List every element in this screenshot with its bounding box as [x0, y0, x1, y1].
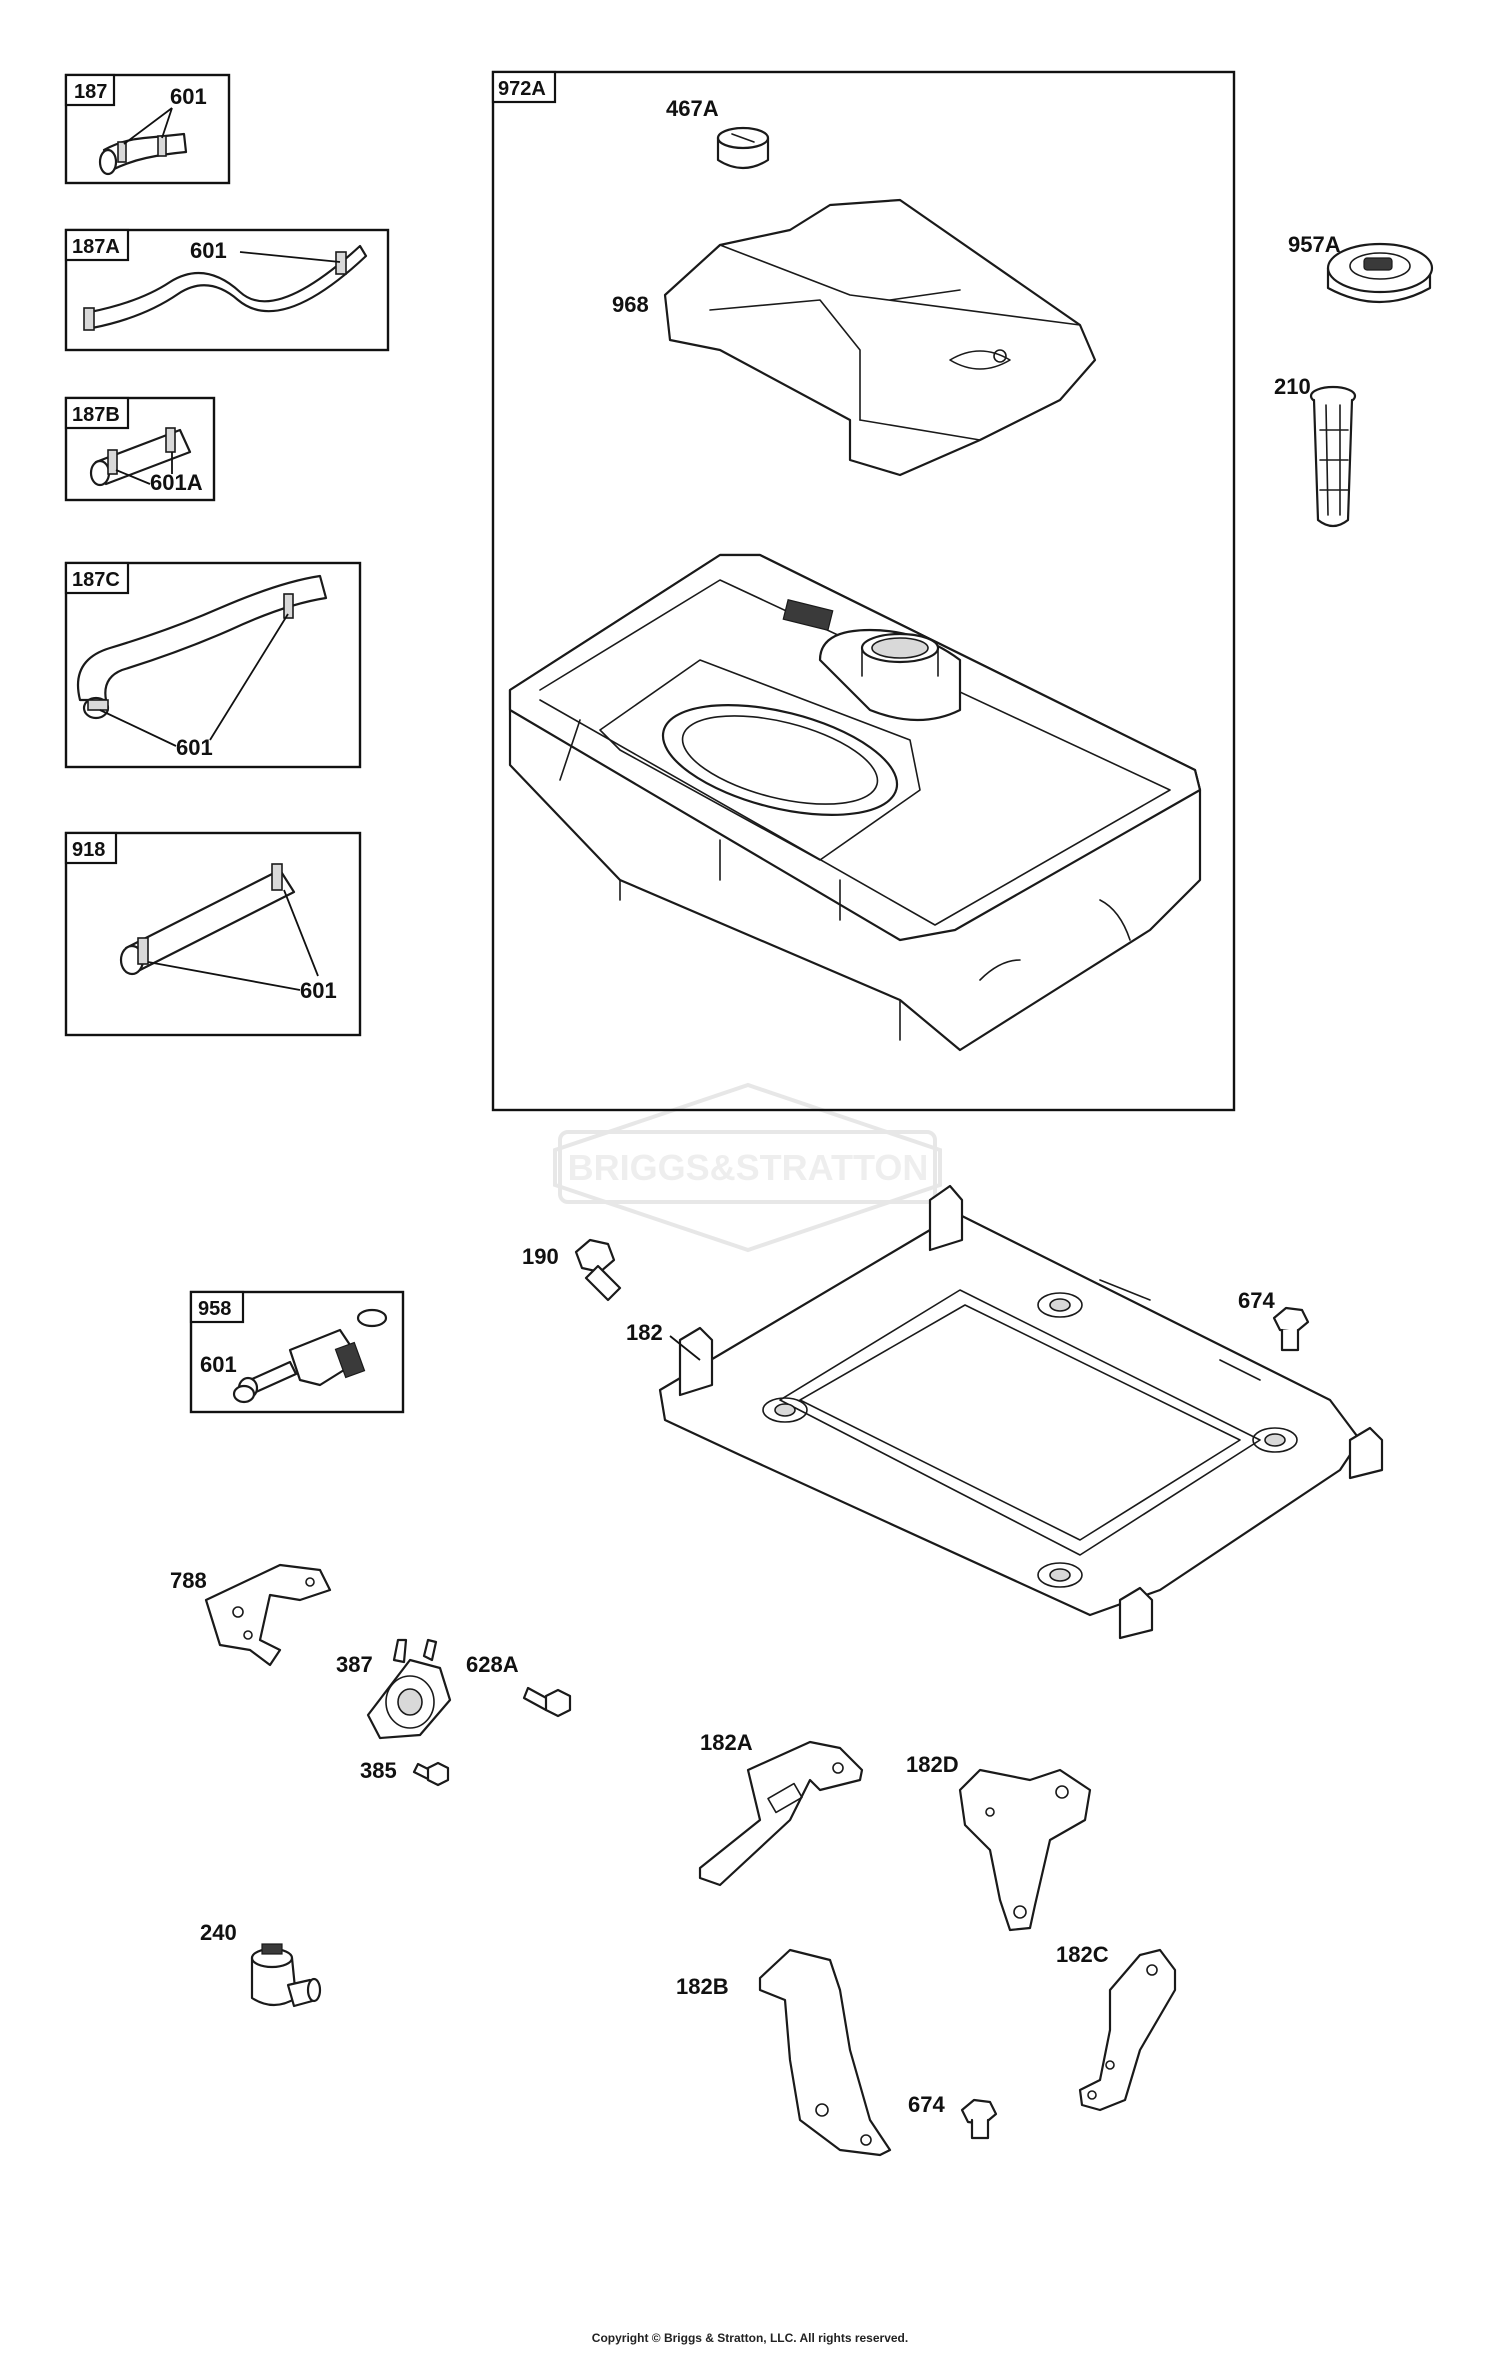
gas-cap-part[interactable]: [1326, 242, 1434, 303]
fuel-shutoff-valve-part[interactable]: [232, 1308, 388, 1404]
copyright-notice: Copyright © Briggs & Stratton, LLC. All …: [591, 2331, 909, 2345]
callout-190: 190: [522, 1244, 559, 1269]
group-187B: 187B 601A: [64, 396, 216, 502]
callout-788: 788: [170, 1568, 207, 1593]
callout-187A-601: 601: [190, 238, 227, 263]
watermark-text: BRIGGS&STRATTON: [568, 1147, 929, 1188]
screw-385-part[interactable]: [412, 1761, 450, 1787]
group-187C: 187C 601: [64, 561, 362, 769]
group-tag-187: 187: [74, 81, 107, 103]
callout-957A: 957A: [1288, 232, 1341, 257]
group-tag-918: 918: [72, 839, 105, 861]
curved-fuel-line-part[interactable]: [76, 574, 328, 720]
bolt-190-part[interactable]: [574, 1238, 622, 1302]
bolt-628A-part[interactable]: [522, 1686, 572, 1718]
callout-182B: 182B: [676, 1974, 729, 1999]
callout-182C: 182C: [1056, 1942, 1109, 1967]
callout-674-top: 674: [1238, 1288, 1275, 1313]
callout-385: 385: [360, 1758, 397, 1783]
group-187: 187 601: [64, 73, 231, 185]
bolt-674-top-part[interactable]: [1272, 1306, 1310, 1352]
callout-210: 210: [1274, 374, 1311, 399]
group-tag-187C: 187C: [72, 569, 120, 591]
briggs-stratton-watermark: BRIGGS&STRATTON: [553, 1082, 942, 1253]
callout-182: 182: [626, 1320, 663, 1345]
callout-182A: 182A: [700, 1730, 753, 1755]
bracket-182D-part[interactable]: [958, 1768, 1092, 1932]
callout-467A: 467A: [666, 96, 719, 121]
vent-knob-part[interactable]: [716, 126, 770, 170]
fuel-tank-part[interactable]: [508, 553, 1202, 1052]
fuel-pump-part[interactable]: [366, 1638, 452, 1740]
fuel-elbow-240-part[interactable]: [250, 1943, 322, 2008]
callout-387: 387: [336, 1652, 373, 1677]
callout-187B-601A: 601A: [150, 470, 203, 495]
callout-182D: 182D: [906, 1752, 959, 1777]
group-tag-972A: 972A: [498, 78, 546, 100]
tank-cover-part[interactable]: [663, 198, 1097, 477]
mounting-frame-part[interactable]: [658, 1184, 1384, 1640]
callout-187C-601: 601: [176, 735, 213, 760]
bolt-674-bottom-part[interactable]: [960, 2098, 998, 2140]
fuel-strainer-part[interactable]: [1309, 385, 1357, 528]
group-972A: 972A 467A 968: [491, 70, 1236, 1112]
callout-918-601: 601: [300, 978, 337, 1003]
group-187A: 187A 601: [64, 228, 390, 352]
group-918: 918 601: [64, 831, 362, 1037]
callout-628A: 628A: [466, 1652, 519, 1677]
callout-240: 240: [200, 1920, 237, 1945]
group-tag-187B: 187B: [72, 404, 120, 426]
bracket-182C-part[interactable]: [1078, 1948, 1177, 2112]
callout-968: 968: [612, 292, 649, 317]
bracket-182A-part[interactable]: [698, 1740, 864, 1887]
callout-958-601: 601: [200, 1352, 237, 1377]
fuel-line-long-part[interactable]: [83, 244, 368, 331]
bracket-182B-part[interactable]: [758, 1948, 892, 2157]
straight-fuel-line-part[interactable]: [119, 863, 296, 976]
group-tag-187A: 187A: [72, 236, 120, 258]
callout-674-bottom: 674: [908, 2092, 945, 2117]
bracket-788-part[interactable]: [204, 1563, 332, 1667]
group-tag-958: 958: [198, 1298, 231, 1320]
elbow-hose-part[interactable]: [98, 132, 188, 176]
callout-187-601: 601: [170, 84, 207, 109]
group-958: 958 601: [189, 1290, 405, 1414]
